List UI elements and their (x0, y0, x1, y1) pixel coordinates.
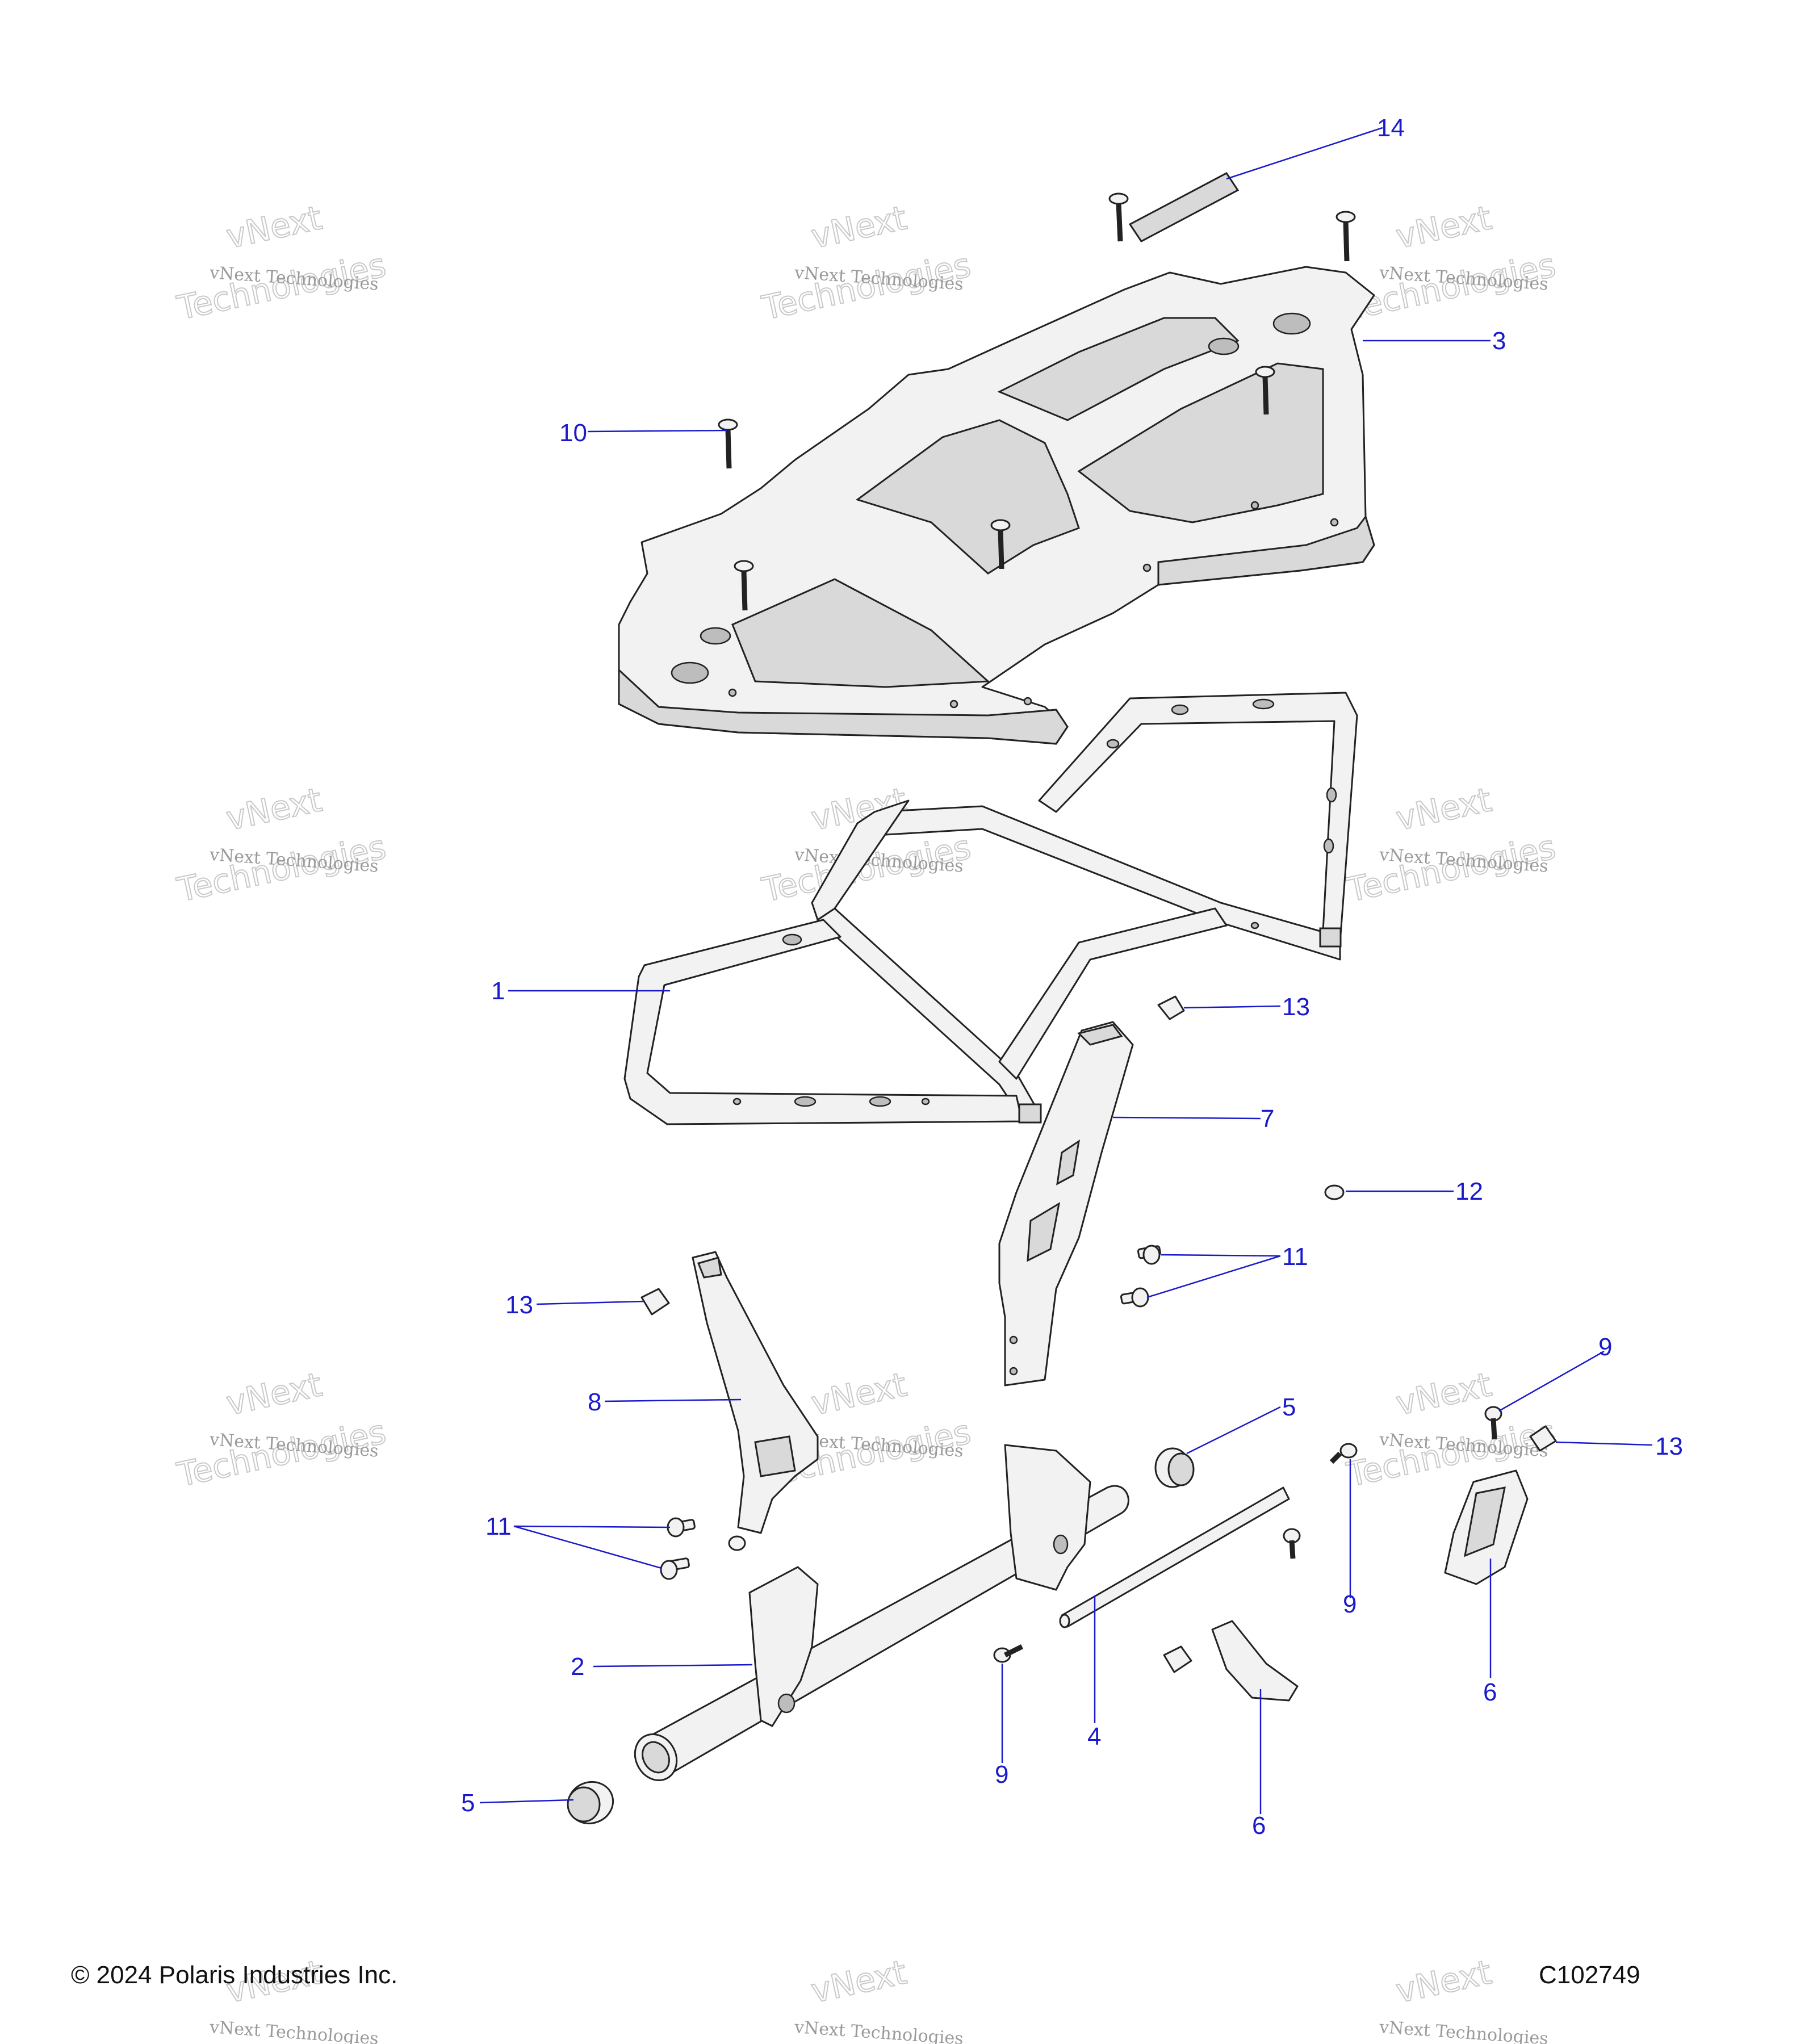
leader-lines (479, 127, 1653, 1814)
clip-icon (1529, 1425, 1557, 1452)
part-3-rack (618, 266, 1375, 745)
part-5-plug-rear (1154, 1447, 1195, 1488)
bolt-icon (1137, 1245, 1161, 1265)
svg-text:vNext: vNext (223, 198, 325, 256)
nut-icon (1324, 1184, 1345, 1200)
callout-6[interactable]: 6 (1483, 1678, 1497, 1706)
copyright-notice: © 2024 Polaris Industries Inc. (71, 1961, 397, 1989)
callout-10[interactable]: 10 (559, 419, 587, 447)
svg-text:vNext: vNext (223, 780, 325, 838)
part-7-right-bracket (998, 1021, 1134, 1387)
svg-text:vNext Technologies: vNext Technologies (793, 2017, 964, 2044)
callout-9[interactable]: 9 (1343, 1590, 1357, 1618)
callout-13[interactable]: 13 (1282, 993, 1310, 1021)
callout-11[interactable]: 11 (485, 1513, 512, 1540)
callout-14[interactable]: 14 (1377, 114, 1405, 142)
diagram-code: C102749 (1539, 1961, 1640, 1989)
svg-text:vNext: vNext (1393, 198, 1495, 256)
callout-12[interactable]: 12 (1455, 1178, 1483, 1205)
watermark: vNext vNext Technologies (1378, 1952, 1549, 2044)
svg-text:vNext: vNext (1393, 1365, 1495, 1423)
clip-icon (1163, 1645, 1192, 1673)
svg-text:vNext: vNext (1393, 780, 1495, 838)
part-2-tube-assembly (634, 1444, 1129, 1782)
watermark: vNext Technologies vNext Technologies (1343, 1364, 1560, 1495)
bolt-icon (1484, 1406, 1502, 1440)
bolt-icon (1283, 1528, 1301, 1559)
bolt-icon (667, 1517, 696, 1538)
part-5-plug-front (567, 1781, 614, 1824)
svg-text:vNext Technologies: vNext Technologies (1378, 2017, 1549, 2044)
watermark: vNext Technologies vNext Technologies (1343, 198, 1560, 328)
part-4-rod (1059, 1486, 1290, 1628)
part-6-guard-right (1444, 1469, 1529, 1585)
callout-11[interactable]: 11 (1282, 1243, 1308, 1271)
callout-8[interactable]: 8 (588, 1388, 601, 1416)
watermark: vNext Technologies vNext Technologies (1343, 780, 1560, 910)
clip-icon (1157, 995, 1185, 1020)
svg-text:vNext: vNext (808, 1365, 910, 1423)
svg-text:vNext: vNext (808, 198, 910, 256)
callout-9[interactable]: 9 (995, 1761, 1008, 1789)
watermark: vNext Technologies vNext Technologies (758, 198, 975, 328)
callout-7[interactable]: 7 (1261, 1105, 1274, 1133)
callout-1[interactable]: 1 (491, 977, 505, 1005)
callout-5[interactable]: 5 (461, 1789, 475, 1817)
screw-icon (1255, 366, 1275, 415)
bolt-icon (660, 1557, 690, 1580)
callout-5[interactable]: 5 (1282, 1393, 1296, 1421)
watermark: vNext Technologies vNext Technologies (173, 1364, 390, 1495)
part-8-left-bracket (692, 1251, 819, 1534)
screw-icon (1335, 211, 1356, 262)
callout-3[interactable]: 3 (1492, 327, 1506, 355)
callout-13[interactable]: 13 (505, 1291, 533, 1319)
watermark: vNext Technologies vNext Technologies (173, 780, 390, 910)
part-14-label-plate (1128, 172, 1240, 242)
screw-icon (990, 519, 1011, 569)
screw-icon (1108, 192, 1129, 242)
bolt-icon (1329, 1443, 1358, 1464)
callout-6[interactable]: 6 (1252, 1812, 1266, 1840)
callouts: 14 3 10 1 13 7 12 11 13 8 9 5 13 11 9 2 … (461, 114, 1683, 1840)
watermark: vNext Technologies vNext Technologies (173, 198, 390, 328)
callout-4[interactable]: 4 (1087, 1723, 1101, 1750)
screw-icon (718, 418, 738, 469)
part-6-guard-lower (1211, 1620, 1299, 1702)
clip-icon (640, 1288, 670, 1316)
svg-text:vNext Technologies: vNext Technologies (208, 2017, 379, 2044)
bolt-icon (993, 1644, 1024, 1663)
svg-text:vNext: vNext (808, 1953, 910, 2011)
callout-9[interactable]: 9 (1598, 1333, 1612, 1361)
svg-text:vNext: vNext (223, 1365, 325, 1423)
callout-2[interactable]: 2 (571, 1653, 584, 1681)
callout-13[interactable]: 13 (1655, 1433, 1683, 1460)
bolt-icon (1120, 1287, 1149, 1308)
fasteners (640, 995, 1557, 1673)
rack-screws (718, 192, 1356, 611)
watermark: vNext vNext Technologies (793, 1952, 964, 2044)
screw-icon (734, 560, 754, 611)
svg-text:vNext: vNext (1393, 1953, 1495, 2011)
part-1-tube-frame (623, 692, 1358, 1125)
